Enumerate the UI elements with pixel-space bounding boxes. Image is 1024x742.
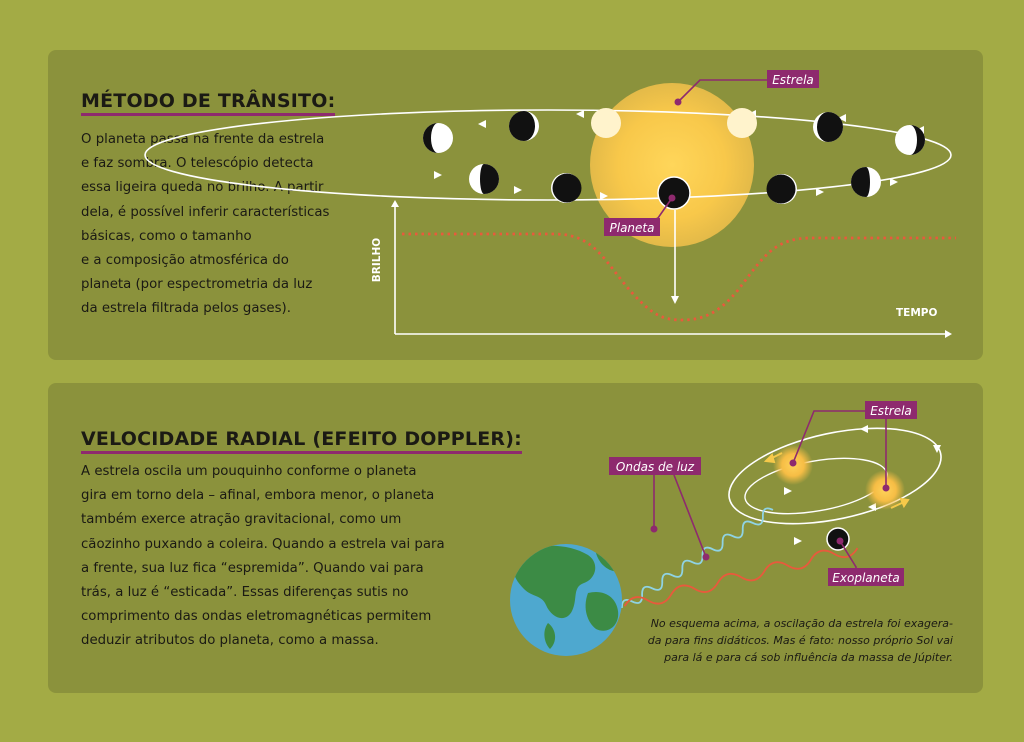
star-label-box <box>865 401 917 419</box>
planet-phase-icon <box>509 111 539 141</box>
doppler-text-line: a frente, sua luz fica “espremida”. Quan… <box>81 560 424 576</box>
footnote-line: da para fins didáticos. Mas é fato: noss… <box>647 634 953 647</box>
planet-phase-icon <box>851 167 881 197</box>
planet-phase-icon <box>591 108 621 138</box>
transit-text-line: planeta (por espectrometria da luz <box>81 277 313 293</box>
transit-title: MÉTODO DE TRÂNSITO: <box>81 90 336 116</box>
transit-text-line: e a composição atmosférica do <box>81 253 289 269</box>
star-icon <box>590 83 754 247</box>
doppler-text-line: também exerce atração gravitacional, com… <box>81 512 402 528</box>
earth-icon <box>510 544 622 656</box>
compressed-light-wave <box>621 507 774 608</box>
planet-label: Planeta <box>610 221 655 235</box>
exoplanet-label-box <box>828 568 904 586</box>
doppler-text-line: A estrela oscila um pouquinho conforme o… <box>81 464 417 479</box>
exoplanet-label: Exoplaneta <box>832 571 899 585</box>
orbit-direction-arrows <box>784 425 941 545</box>
doppler-text-line: deduzir atributos do planeta, como a mas… <box>81 633 379 649</box>
star-label: Estrela <box>772 73 814 87</box>
doppler-text-line: gira em torno dela – afinal, embora meno… <box>81 488 435 504</box>
planet-phase-icon <box>727 108 757 138</box>
transit-text-line: da estrela filtrada pelos gases). <box>81 301 291 317</box>
doppler-panel: VELOCIDADE RADIAL (EFEITO DOPPLER): A es… <box>48 383 983 693</box>
footnote-line: para lá e para cá sob influência da mass… <box>664 651 953 664</box>
star-label-box <box>767 70 819 88</box>
orbit-path <box>144 109 952 201</box>
doppler-star-label: Estrela <box>870 404 912 418</box>
transiting-planet-icon <box>657 176 691 210</box>
doppler-title: VELOCIDADE RADIAL (EFEITO DOPPLER): <box>81 428 522 454</box>
transit-text-line: essa ligeira queda no brilho. A partir <box>81 180 324 196</box>
doppler-footnote: No esquema acima, a oscilação da estrela… <box>623 615 953 666</box>
transit-description: O planeta passa na frente da estrela e f… <box>81 128 329 322</box>
doppler-diagram: Ondas de luz Estrela Exoplaneta <box>510 401 942 656</box>
transit-panel: MÉTODO DE TRÂNSITO: O planeta passa na f… <box>48 50 983 360</box>
planet-phase-icon <box>895 125 925 155</box>
planet-phases <box>423 108 925 210</box>
planet-phase-icon <box>813 112 843 142</box>
transit-text-line: dela, é possível inferir características <box>81 204 330 220</box>
light-waves-label-box <box>609 457 701 475</box>
doppler-text-line: comprimento das ondas eletromagnéticas p… <box>81 609 432 625</box>
x-axis-label: TEMPO <box>896 307 937 319</box>
transit-text-line: O planeta passa na frente da estrela <box>81 132 325 147</box>
stretched-light-wave <box>623 547 859 607</box>
planet-phase-icon <box>551 173 582 203</box>
transit-diagram: BRILHO TEMPO Estrela Planeta <box>144 70 956 338</box>
transit-text-line: básicas, como o tamanho <box>81 228 252 244</box>
doppler-text-line: cãozinho puxando a coleira. Quando a est… <box>81 536 445 552</box>
planet-phase-icon <box>469 164 499 194</box>
planet-label-box <box>604 218 660 236</box>
doppler-description: A estrela oscila um pouquinho conforme o… <box>81 460 445 654</box>
footnote-line: No esquema acima, a oscilação da estrela… <box>650 617 953 630</box>
brightness-curve <box>402 232 956 322</box>
star-motion-arrows <box>763 452 910 509</box>
planet-phase-icon <box>423 123 453 153</box>
light-waves-label: Ondas de luz <box>616 460 695 474</box>
doppler-text-line: trás, a luz é “esticada”. Essas diferenç… <box>81 585 409 601</box>
y-axis-label: BRILHO <box>371 238 383 282</box>
transit-text-line: e faz sombra. O telescópio detecta <box>81 156 314 172</box>
planet-orbit <box>728 427 942 525</box>
planet-phase-icon <box>766 174 797 204</box>
